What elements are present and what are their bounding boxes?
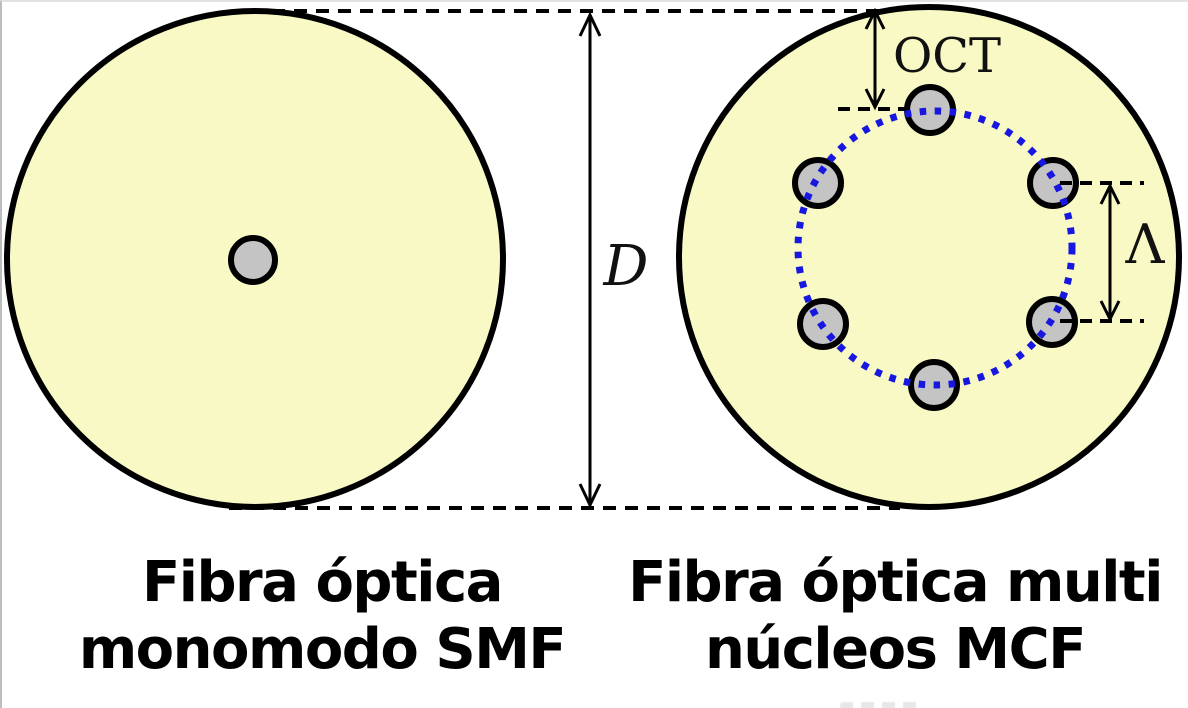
diameter-label: D xyxy=(603,234,649,299)
dimension-lines xyxy=(229,7,1144,510)
smf-caption-line1: Fibra óptica xyxy=(142,550,503,615)
core-ring-dotted-circle xyxy=(794,107,1076,389)
oct-label: OCT xyxy=(893,28,1001,84)
pitch-label: Λ xyxy=(1125,213,1166,276)
mcf-cladding-circle xyxy=(676,4,1182,510)
oct-arrow xyxy=(864,7,886,111)
mcf-caption-line1: Fibra óptica multi xyxy=(628,550,1163,615)
smf-caption: Fibra óptica monomodo SMF xyxy=(22,549,622,683)
mcf-caption-line2: núcleos MCF xyxy=(705,617,1086,682)
diameter-arrow xyxy=(578,11,602,509)
smf-core xyxy=(228,235,278,285)
mcf-caption: Fibra óptica multi núcleos MCF xyxy=(600,549,1188,683)
mcf-core-top xyxy=(904,84,956,136)
mcf-core-upper-right xyxy=(1027,157,1079,209)
smf-caption-line2: monomodo SMF xyxy=(78,617,567,682)
cropped-text-artifact xyxy=(840,702,918,708)
